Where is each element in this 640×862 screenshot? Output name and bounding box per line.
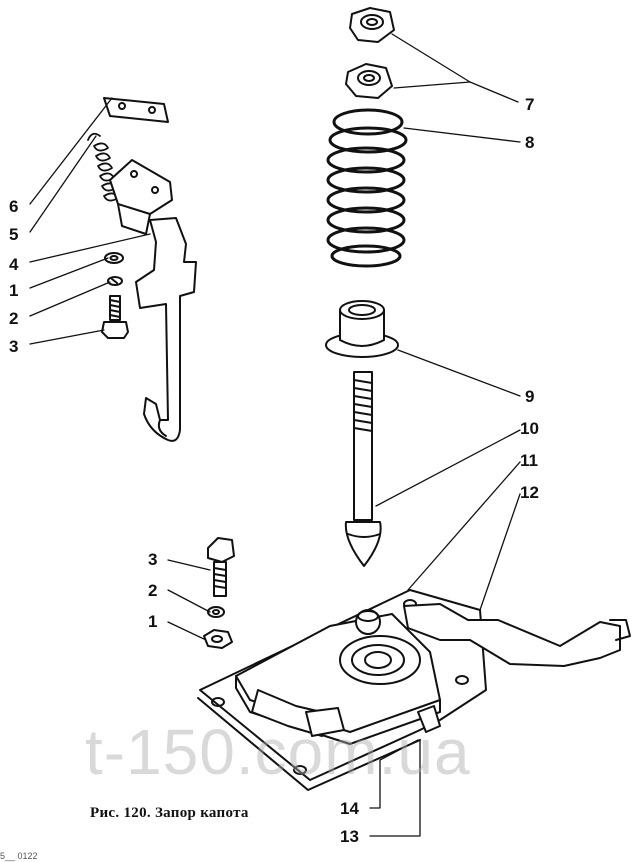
callout-1b: 1 bbox=[148, 612, 158, 631]
lock-pin-10 bbox=[344, 371, 382, 567]
bolt-3b bbox=[207, 537, 235, 597]
watermark: t-150.com.ua bbox=[85, 716, 471, 788]
callout-13: 13 bbox=[340, 827, 359, 846]
nut-1b bbox=[203, 629, 233, 649]
spring-cup-9 bbox=[325, 300, 399, 358]
washer-4 bbox=[104, 252, 124, 264]
nut-7-top bbox=[349, 7, 395, 43]
main-spring-8 bbox=[326, 108, 408, 268]
callout-14: 14 bbox=[340, 799, 359, 818]
callout-2b: 2 bbox=[148, 581, 158, 600]
hook-lever bbox=[135, 217, 197, 442]
release-lever-12 bbox=[403, 603, 631, 667]
latch-bracket bbox=[109, 159, 173, 235]
callout-8: 8 bbox=[525, 133, 535, 152]
callout-1: 1 bbox=[9, 281, 19, 300]
callout-2: 2 bbox=[9, 309, 19, 328]
callout-10: 10 bbox=[520, 419, 539, 438]
bolt-3a bbox=[101, 295, 129, 339]
nut-7-bottom bbox=[345, 63, 393, 99]
latch-housing bbox=[235, 609, 441, 745]
callout-3: 3 bbox=[9, 337, 19, 356]
callout-3b: 3 bbox=[148, 550, 158, 569]
footer-text: 5__ 0122 bbox=[0, 851, 38, 861]
callout-12: 12 bbox=[520, 483, 539, 502]
callout-7: 7 bbox=[525, 95, 535, 114]
callout-9: 9 bbox=[525, 387, 535, 406]
callout-11: 11 bbox=[520, 451, 538, 470]
callout-6: 6 bbox=[9, 197, 19, 216]
callout-4: 4 bbox=[9, 255, 19, 274]
figure-caption: Рис. 120. Запор капота bbox=[90, 805, 249, 821]
leader-lines bbox=[29, 33, 521, 837]
mounting-plate bbox=[103, 97, 169, 123]
lock-washer-2b bbox=[207, 606, 225, 618]
spring-bracket-14 bbox=[417, 705, 441, 733]
lock-washer-1a bbox=[107, 276, 123, 286]
callout-5: 5 bbox=[9, 225, 19, 244]
